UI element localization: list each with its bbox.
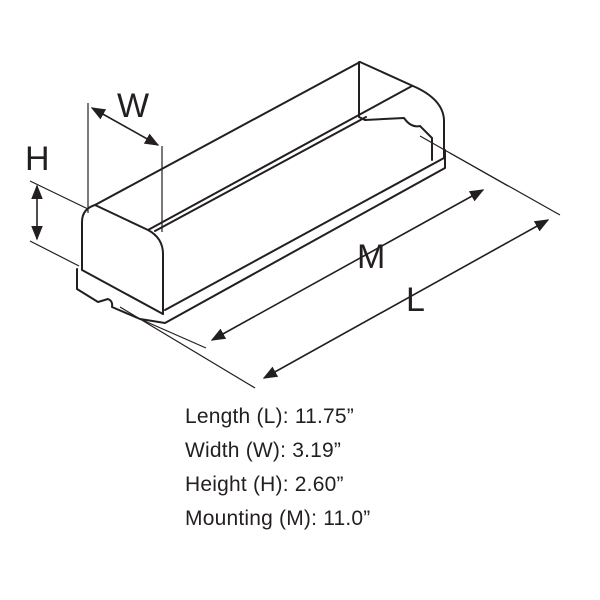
spec-value: 11.0” — [323, 507, 371, 530]
mounting-plate — [76, 149, 446, 324]
length-extension-line-rear — [449, 152, 561, 216]
mounting-extension-line-front — [139, 318, 207, 349]
length-dimension — [119, 152, 561, 389]
top-groove — [154, 116, 367, 232]
spec-value: 3.19” — [292, 439, 342, 462]
spec-label: Mounting (M): — [185, 507, 318, 530]
front-end-face — [81, 204, 164, 315]
width-label: W — [117, 87, 149, 125]
spec-label: Length (L): — [185, 405, 289, 428]
width-arrow — [90, 107, 160, 146]
height-extension-line-top — [29, 180, 89, 210]
spec-value: 11.75” — [294, 405, 354, 428]
height-dimension — [29, 180, 89, 267]
length-arrow — [262, 219, 550, 379]
width-dimension — [87, 103, 163, 232]
rear-notch — [364, 117, 433, 161]
spec-value: 2.60” — [294, 473, 344, 496]
height-extension-line-bottom — [29, 240, 80, 267]
top-rear-edge — [147, 85, 413, 231]
mounting-arrow — [210, 189, 485, 341]
spec-label: Height (H): — [185, 473, 289, 496]
spec-row-length: Length (L): 11.75” — [185, 400, 585, 434]
spec-label: Width (W): — [185, 439, 287, 462]
mounting-dimension — [139, 135, 509, 349]
spec-row-mounting: Mounting (M): 11.0” — [185, 502, 585, 536]
spec-row-height: Height (H): 2.60” — [185, 468, 585, 502]
top-face — [94, 61, 445, 311]
spec-row-width: Width (W): 3.19” — [185, 434, 585, 468]
height-label: H — [25, 140, 50, 178]
length-extension-line-front — [119, 306, 256, 389]
mounting-label: M — [357, 238, 385, 276]
spec-list: Length (L): 11.75” Width (W): 3.19” Heig… — [185, 400, 585, 536]
ballast-box — [76, 61, 446, 324]
length-label: L — [406, 281, 425, 319]
